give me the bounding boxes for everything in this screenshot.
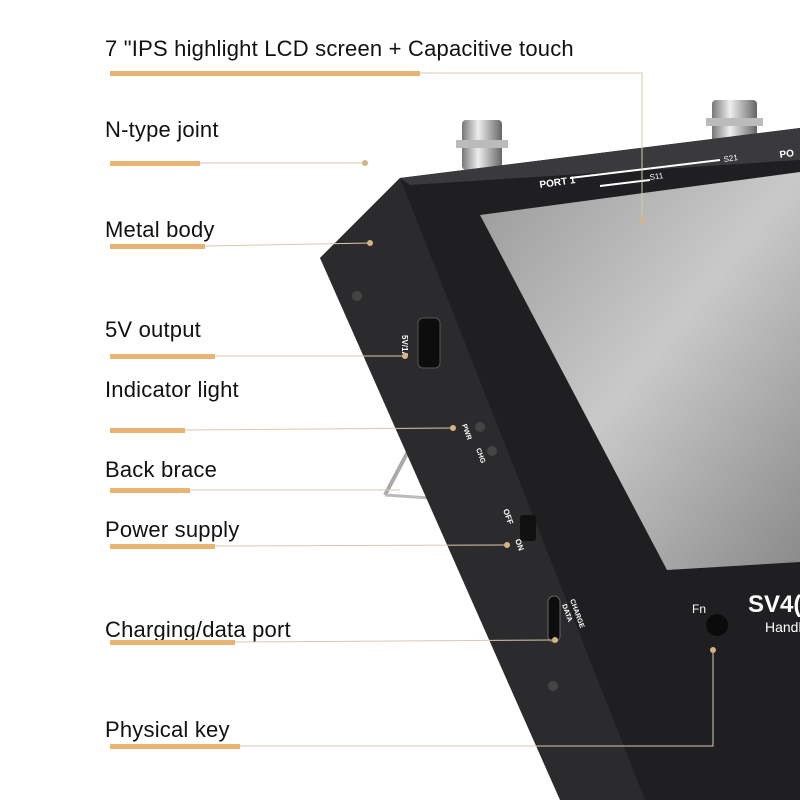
leader-lines	[184, 72, 714, 747]
usb-a-port	[417, 317, 441, 369]
callout-charging-port: Charging/data port	[105, 617, 291, 642]
chg-led	[487, 446, 497, 456]
accent-bar	[110, 640, 235, 645]
subtitle-text: Handh	[765, 619, 800, 635]
pwr-led	[475, 422, 485, 432]
on-text: ON	[513, 538, 526, 553]
lcd-screen[interactable]	[480, 172, 800, 570]
callout-back-brace: Back brace	[105, 457, 218, 482]
accent-bar	[110, 488, 190, 493]
callout-physical-key: Physical key	[105, 717, 230, 742]
callout-5v-output: 5V output	[105, 317, 201, 342]
accent-bar	[110, 428, 185, 433]
fn-text: Fn	[692, 602, 706, 616]
usb-c-port	[547, 595, 561, 643]
callout-metal-body: Metal body	[105, 217, 215, 242]
leader-dots	[362, 160, 716, 653]
port1-text: PORT 1	[539, 175, 577, 191]
screw-icon	[352, 291, 362, 301]
power-switch[interactable]	[520, 515, 536, 541]
accent-bar	[110, 354, 215, 359]
accent-bar	[110, 244, 205, 249]
accent-bar	[110, 161, 200, 166]
n-type-connector-1	[456, 120, 508, 170]
usb-label-text: 5V/1A	[400, 335, 409, 357]
accent-bar	[110, 544, 215, 549]
port2-text: PO	[779, 148, 795, 161]
s11-text: S11	[649, 171, 664, 182]
model-text: SV4(	[748, 591, 800, 618]
fn-key[interactable]	[706, 614, 728, 636]
callout-n-type-joint: N-type joint	[105, 117, 219, 142]
callout-power-supply: Power supply	[105, 517, 240, 542]
callout-screen: 7 "IPS highlight LCD screen + Capacitive…	[105, 36, 574, 61]
side-panel	[320, 178, 645, 800]
accent-bar	[110, 744, 240, 749]
callout-indicator-light: Indicator light	[105, 377, 239, 402]
s21-text: S21	[723, 153, 739, 164]
screw-icon	[548, 681, 558, 691]
accent-bar	[110, 71, 420, 76]
